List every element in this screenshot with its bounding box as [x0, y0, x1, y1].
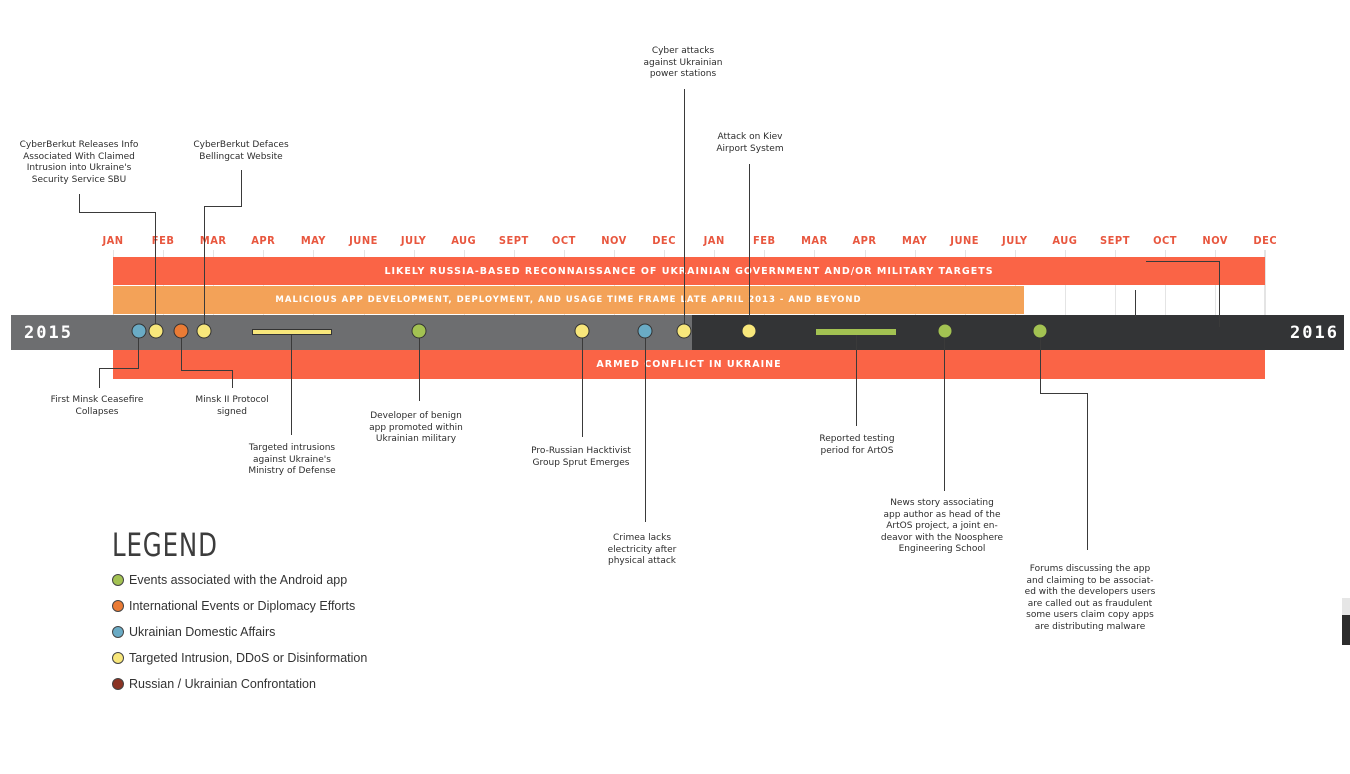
legend-item: International Events or Diplomacy Effort…: [112, 599, 355, 613]
year-2016-label: 2016: [1290, 323, 1339, 343]
month-label: JAN: [703, 234, 725, 247]
event-news-story-dot: [937, 323, 953, 339]
legend-label: Targeted Intrusion, DDoS or Disinformati…: [129, 651, 368, 665]
annotation-forums: Forums discussing the app and claiming t…: [1024, 564, 1156, 632]
legend-dot: [112, 626, 124, 638]
legend-label: Events associated with the Android app: [129, 573, 348, 587]
legend-item: Ukrainian Domestic Affairs: [112, 625, 275, 639]
annotation-cyberberkut-sbu: CyberBerkut Releases Info Associated Wit…: [19, 140, 139, 185]
legend-label: Russian / Ukrainian Confrontation: [129, 677, 316, 691]
event-artos-testing-bar: [816, 329, 896, 335]
event-ministry-defense-bar: [252, 329, 332, 335]
event-benign-app-dot: [411, 323, 427, 339]
malicious-app-band-label: MALICIOUS APP DEVELOPMENT, DEPLOYMENT, A…: [275, 295, 862, 305]
edge-scroll-track: [1342, 598, 1350, 615]
recon-band-label: LIKELY RUSSIA-BASED RECONNAISSANCE OF UK…: [384, 265, 994, 277]
month-label: JULY: [1002, 234, 1028, 247]
event-cyberberkut-sbu-dot: [148, 323, 164, 339]
annotation-crimea: Crimea lacks electricity after physical …: [607, 533, 677, 566]
event-bellingcat-dot: [196, 323, 212, 339]
annotation-power-stations: Cyber attacks against Ukrainian power st…: [643, 46, 723, 79]
event-minsk-ceasefire-dot: [131, 323, 147, 339]
annotation-minsk-ceasefire: First Minsk Ceasefire Collapses: [50, 395, 144, 417]
month-label: AUG: [451, 234, 477, 247]
month-label: MAY: [300, 234, 326, 247]
month-label: JUNE: [950, 234, 980, 247]
annotation-sprut: Pro-Russian Hacktivist Group Sprut Emerg…: [531, 446, 631, 468]
annotation-cyberberkut-bellingcat: CyberBerkut Defaces Bellingcat Website: [193, 140, 289, 162]
annotation-news-story: News story associating app author as hea…: [880, 498, 1004, 554]
month-label: APR: [251, 234, 276, 247]
event-crimea-dot: [637, 323, 653, 339]
month-label: MAY: [902, 234, 928, 247]
legend-item: Targeted Intrusion, DDoS or Disinformati…: [112, 651, 367, 665]
legend-dot: [112, 600, 124, 612]
legend-dot: [112, 652, 124, 664]
legend-item: Russian / Ukrainian Confrontation: [112, 677, 316, 691]
annotation-benign-app: Developer of benign app promoted within …: [369, 411, 463, 444]
event-power-stations-dot: [676, 323, 692, 339]
event-kiev-airport-dot: [741, 323, 757, 339]
month-label: APR: [852, 234, 877, 247]
event-minsk-ii-dot: [173, 323, 189, 339]
month-label: OCT: [551, 234, 576, 247]
month-label: NOV: [601, 234, 627, 247]
month-label: NOV: [1202, 234, 1228, 247]
annotation-minsk-ii: Minsk II Protocol signed: [195, 395, 269, 417]
malicious-app-band: MALICIOUS APP DEVELOPMENT, DEPLOYMENT, A…: [113, 286, 1024, 314]
timeline-2016: [692, 315, 1344, 350]
month-label: SEPT: [1100, 234, 1130, 247]
month-label: JUNE: [349, 234, 378, 247]
legend-dot: [112, 678, 124, 690]
armed-conflict-band: ARMED CONFLICT IN UKRAINE: [113, 350, 1265, 379]
annotation-ministry-defense: Targeted intrusions against Ukraine's Mi…: [248, 443, 336, 476]
month-gridline: [1265, 250, 1267, 316]
month-label: DEC: [1253, 234, 1278, 247]
recon-band: LIKELY RUSSIA-BASED RECONNAISSANCE OF UK…: [113, 257, 1265, 285]
legend-item: Events associated with the Android app: [112, 573, 347, 587]
annotation-artos-testing: Reported testing period for ArtOS: [819, 434, 895, 456]
event-sprut-dot: [574, 323, 590, 339]
month-label: JAN: [102, 234, 124, 247]
year-2015-label: 2015: [24, 323, 73, 343]
armed-conflict-band-label: ARMED CONFLICT IN UKRAINE: [596, 359, 782, 370]
legend-label: International Events or Diplomacy Effort…: [129, 599, 356, 613]
month-label: FEB: [151, 234, 175, 247]
month-label: FEB: [753, 234, 776, 247]
month-label: MAR: [199, 234, 227, 247]
event-forums-dot: [1032, 323, 1048, 339]
month-label: SEPT: [498, 234, 529, 247]
month-label: MAR: [801, 234, 828, 247]
annotation-kiev-airport: Attack on Kiev Airport System: [716, 132, 784, 154]
month-label: DEC: [652, 234, 676, 247]
month-label: JULY: [400, 234, 427, 247]
legend-dot: [112, 574, 124, 586]
edge-scroll-thumb: [1342, 615, 1350, 645]
timeline-2015: [11, 315, 692, 350]
month-label: OCT: [1153, 234, 1178, 247]
legend-label: Ukrainian Domestic Affairs: [129, 625, 276, 639]
legend-title: LEGEND: [112, 526, 218, 564]
month-label: AUG: [1052, 234, 1078, 247]
